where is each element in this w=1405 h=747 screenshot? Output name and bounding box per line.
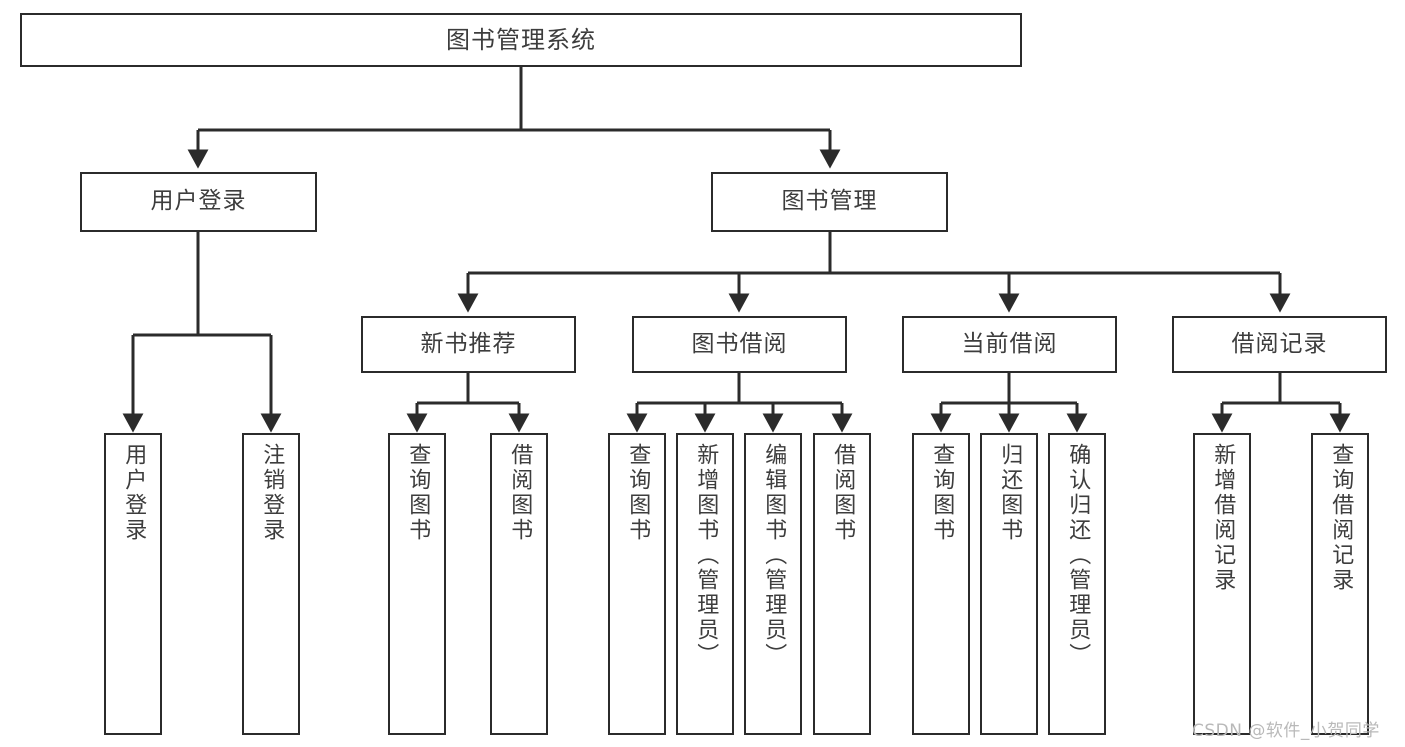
- node-current-borrow[interactable]: 当前借阅: [902, 316, 1117, 373]
- node-book-management-label: 图书管理: [781, 188, 878, 215]
- node-leaf-add-record[interactable]: 新增借阅记录: [1193, 433, 1251, 735]
- node-root-label: 图书管理系统: [446, 25, 596, 54]
- node-new-book-recommend[interactable]: 新书推荐: [361, 316, 576, 373]
- node-leaf-borrow-book-1-label: 借阅图书: [507, 443, 533, 543]
- node-leaf-add-record-label: 新增借阅记录: [1210, 443, 1236, 593]
- node-leaf-query-book-2-label: 查询图书: [625, 443, 651, 543]
- node-leaf-edit-book[interactable]: 编辑图书（管理员）: [744, 433, 802, 735]
- node-leaf-add-book-label: 新增图书（管理员）: [693, 443, 719, 668]
- node-borrow-record-label: 借阅记录: [1231, 330, 1328, 357]
- node-leaf-query-record[interactable]: 查询借阅记录: [1311, 433, 1369, 735]
- node-user-login[interactable]: 用户登录: [80, 172, 317, 232]
- node-leaf-confirm-return[interactable]: 确认归还（管理员）: [1048, 433, 1106, 735]
- node-leaf-query-book-2[interactable]: 查询图书: [608, 433, 666, 735]
- node-leaf-confirm-return-label: 确认归还（管理员）: [1065, 443, 1091, 668]
- node-book-borrow[interactable]: 图书借阅: [632, 316, 847, 373]
- node-leaf-query-book-1-label: 查询图书: [405, 443, 431, 543]
- node-leaf-edit-book-label: 编辑图书（管理员）: [761, 443, 787, 668]
- node-current-borrow-label: 当前借阅: [961, 330, 1058, 357]
- node-leaf-return-book-label: 归还图书: [997, 443, 1023, 543]
- node-borrow-record[interactable]: 借阅记录: [1172, 316, 1387, 373]
- node-book-borrow-label: 图书借阅: [691, 330, 788, 357]
- node-book-management[interactable]: 图书管理: [711, 172, 948, 232]
- node-leaf-query-book-3[interactable]: 查询图书: [912, 433, 970, 735]
- node-leaf-borrow-book-2-label: 借阅图书: [830, 443, 856, 543]
- node-leaf-user-login[interactable]: 用户登录: [104, 433, 162, 735]
- node-leaf-query-book-3-label: 查询图书: [929, 443, 955, 543]
- node-leaf-user-login-label: 用户登录: [121, 443, 147, 543]
- node-leaf-borrow-book-1[interactable]: 借阅图书: [490, 433, 548, 735]
- node-leaf-query-record-label: 查询借阅记录: [1328, 443, 1354, 593]
- node-new-book-recommend-label: 新书推荐: [420, 330, 517, 357]
- node-leaf-logout-login[interactable]: 注销登录: [242, 433, 300, 735]
- node-leaf-return-book[interactable]: 归还图书: [980, 433, 1038, 735]
- node-user-login-label: 用户登录: [150, 188, 247, 215]
- node-leaf-borrow-book-2[interactable]: 借阅图书: [813, 433, 871, 735]
- node-leaf-logout-login-label: 注销登录: [259, 443, 285, 543]
- node-leaf-add-book[interactable]: 新增图书（管理员）: [676, 433, 734, 735]
- node-root[interactable]: 图书管理系统: [20, 13, 1022, 67]
- node-leaf-query-book-1[interactable]: 查询图书: [388, 433, 446, 735]
